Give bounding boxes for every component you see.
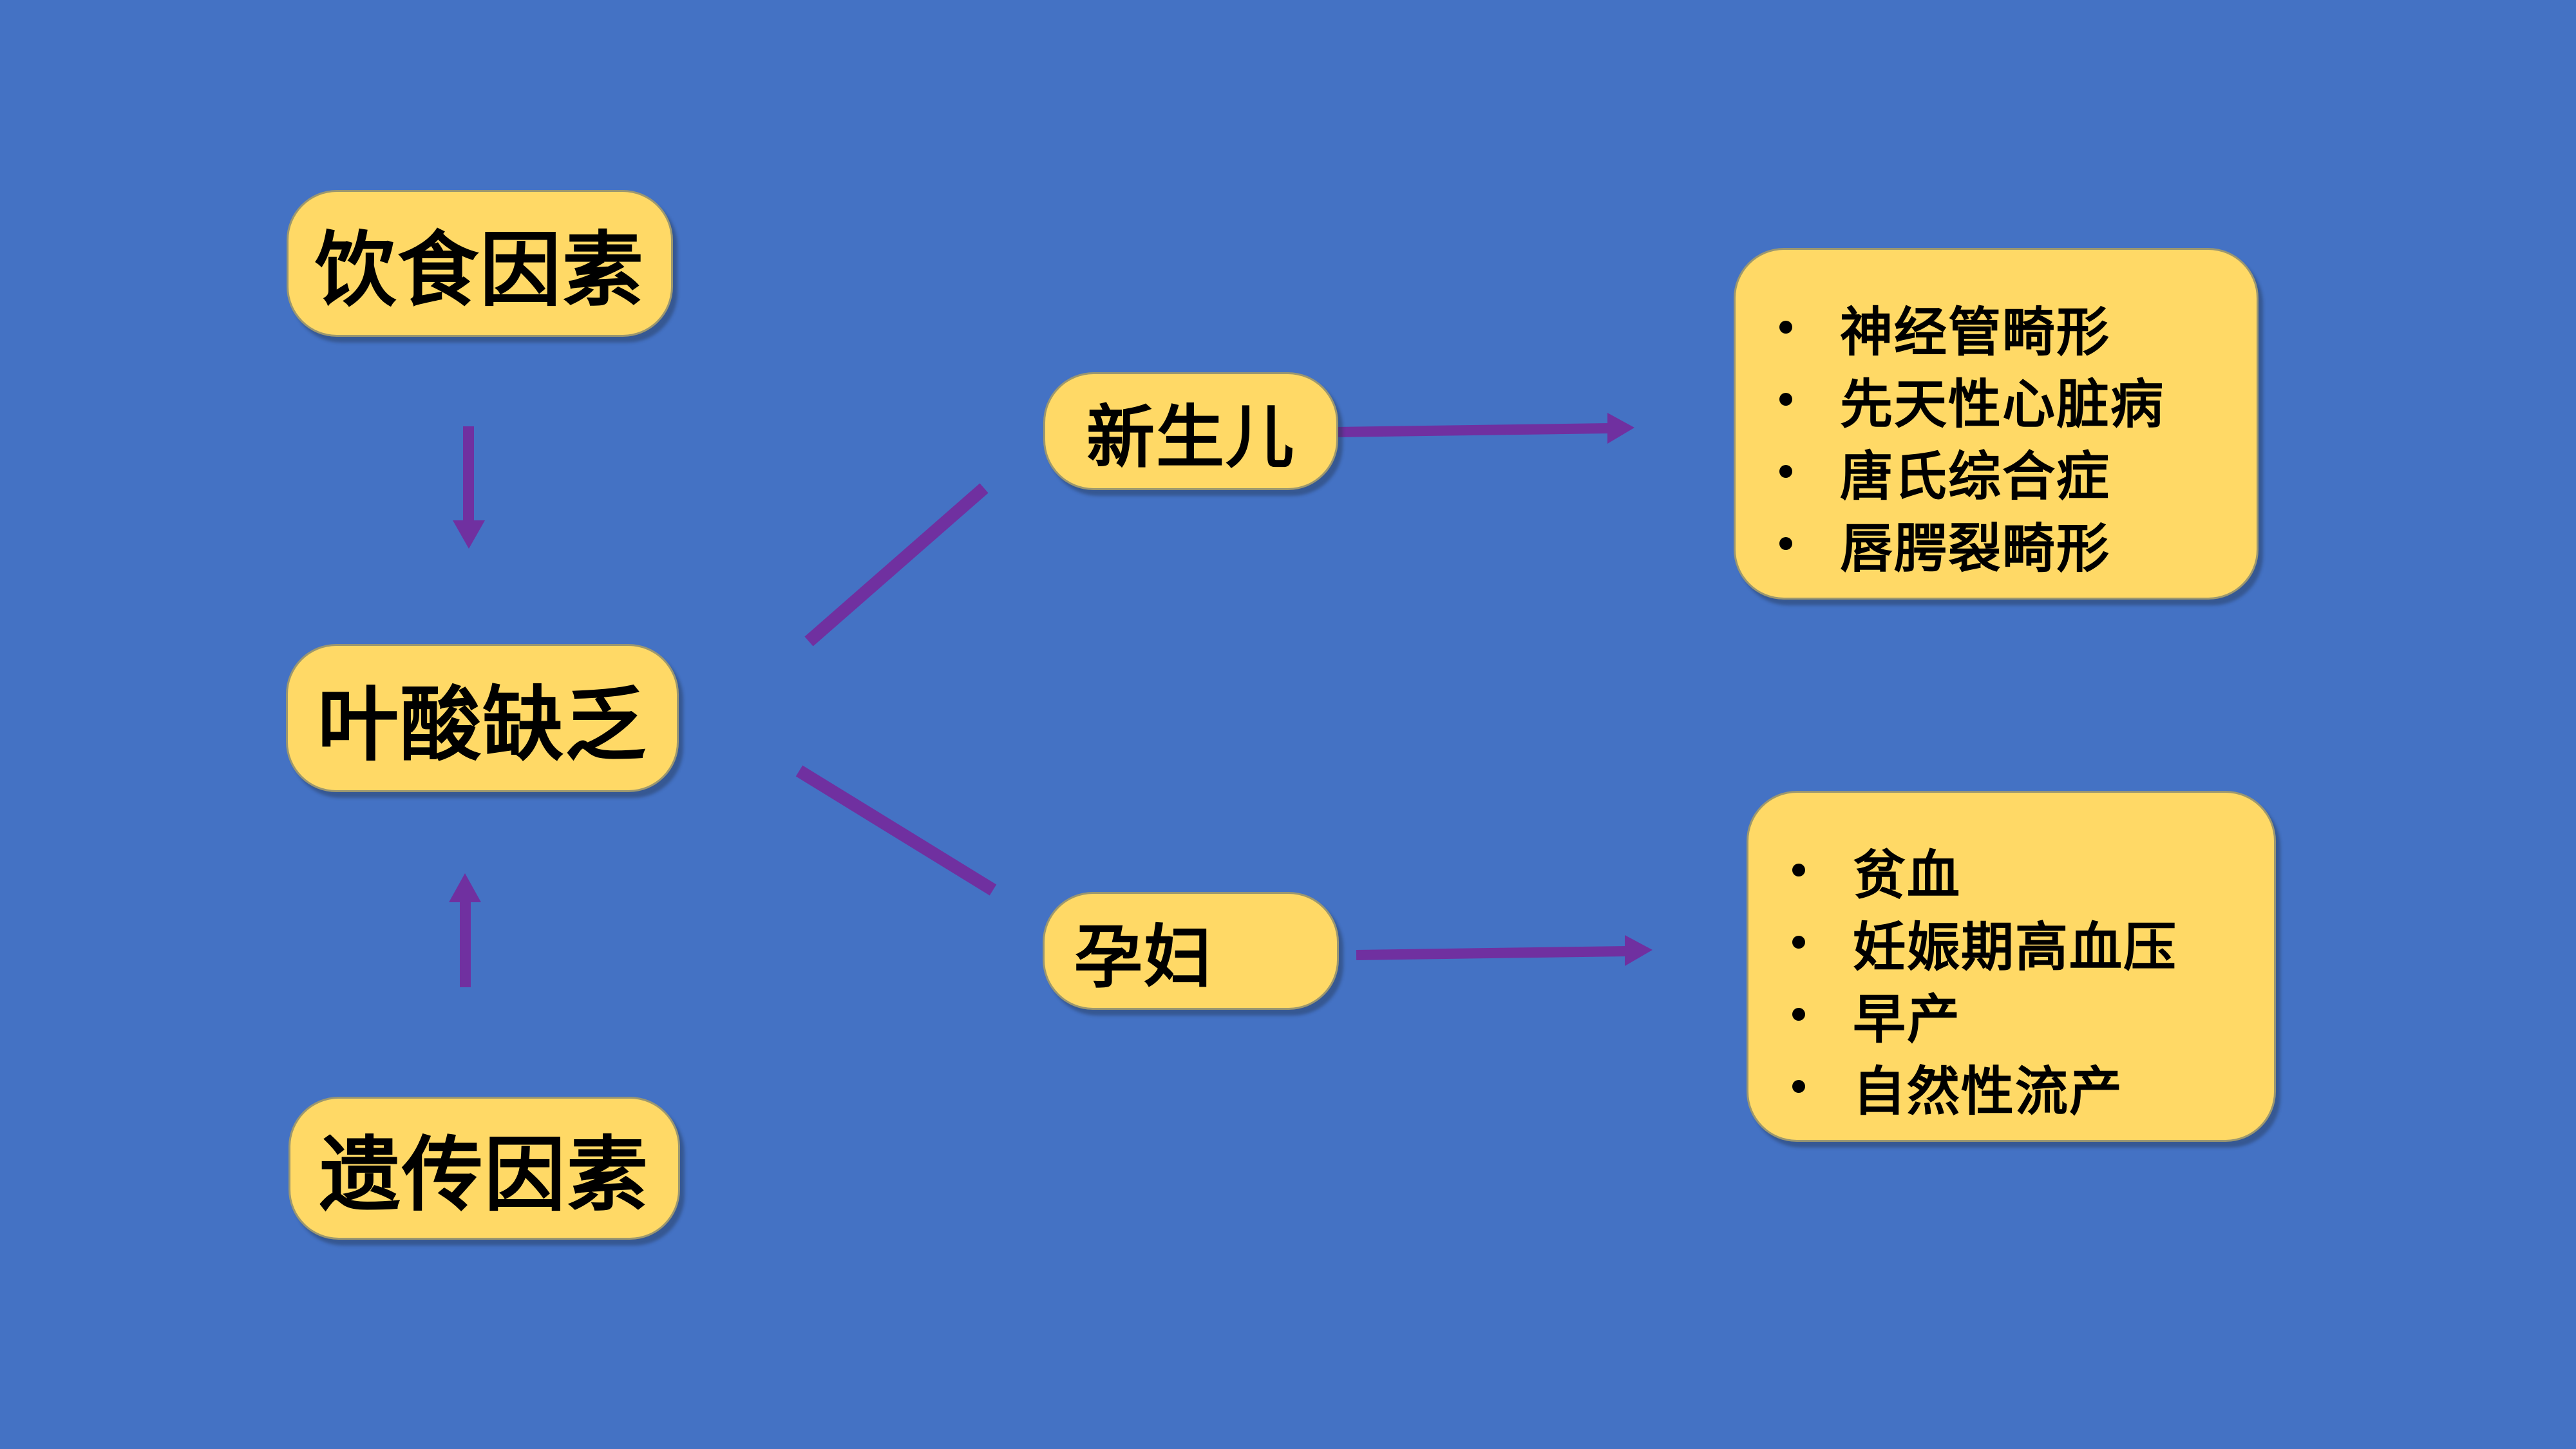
pregnant-effects-list: 贫血 妊娠期高血压 早产 自然性流产	[1748, 793, 2177, 1122]
node-pregnant-woman: 孕妇	[1043, 892, 1339, 1010]
list-item: 自然性流产	[1792, 1050, 2177, 1122]
arrow-diet-to-folate	[453, 426, 485, 549]
node-newborn-label: 新生儿	[1086, 399, 1295, 476]
list-item: 先天性心脏病	[1779, 363, 2164, 435]
node-genetic-factors: 遗传因素	[289, 1097, 680, 1240]
list-item: 唐氏综合症	[1779, 435, 2164, 507]
list-pregnant-effects: 贫血 妊娠期高血压 早产 自然性流产	[1747, 791, 2276, 1142]
bullet-icon	[1792, 1008, 1805, 1021]
list-item: 早产	[1792, 978, 2177, 1050]
list-newborn-effects: 神经管畸形 先天性心脏病 唐氏综合症 唇腭裂畸形	[1734, 248, 2259, 600]
node-folate-deficiency-label: 叶酸缺乏	[317, 679, 647, 770]
line-folate-to-newborn	[804, 483, 989, 647]
node-newborn: 新生儿	[1043, 372, 1338, 490]
node-dietary-factors: 饮食因素	[287, 190, 673, 337]
node-dietary-factors-label: 饮食因素	[315, 225, 645, 316]
list-item: 神经管畸形	[1779, 291, 2164, 363]
bullet-icon	[1792, 864, 1805, 876]
node-pregnant-woman-label: 孕妇	[1074, 919, 1213, 996]
newborn-effects-list: 神经管畸形 先天性心脏病 唐氏综合症 唇腭裂畸形	[1736, 250, 2164, 580]
arrow-genetic-to-folate	[449, 873, 481, 987]
bullet-icon	[1779, 537, 1792, 550]
list-item: 唇腭裂畸形	[1779, 507, 2164, 580]
node-genetic-factors-label: 遗传因素	[319, 1130, 649, 1220]
arrow-newborn-to-effects	[1335, 413, 1634, 444]
line-folate-to-pregnant	[795, 765, 997, 896]
node-folate-deficiency: 叶酸缺乏	[286, 644, 679, 792]
bullet-icon	[1779, 393, 1792, 406]
bullet-icon	[1792, 936, 1805, 949]
arrow-pregnant-to-effects	[1356, 935, 1653, 966]
bullet-icon	[1779, 465, 1792, 478]
bullet-icon	[1792, 1080, 1805, 1093]
list-item: 贫血	[1792, 834, 2177, 906]
list-item: 妊娠期高血压	[1792, 906, 2177, 978]
bullet-icon	[1779, 321, 1792, 334]
